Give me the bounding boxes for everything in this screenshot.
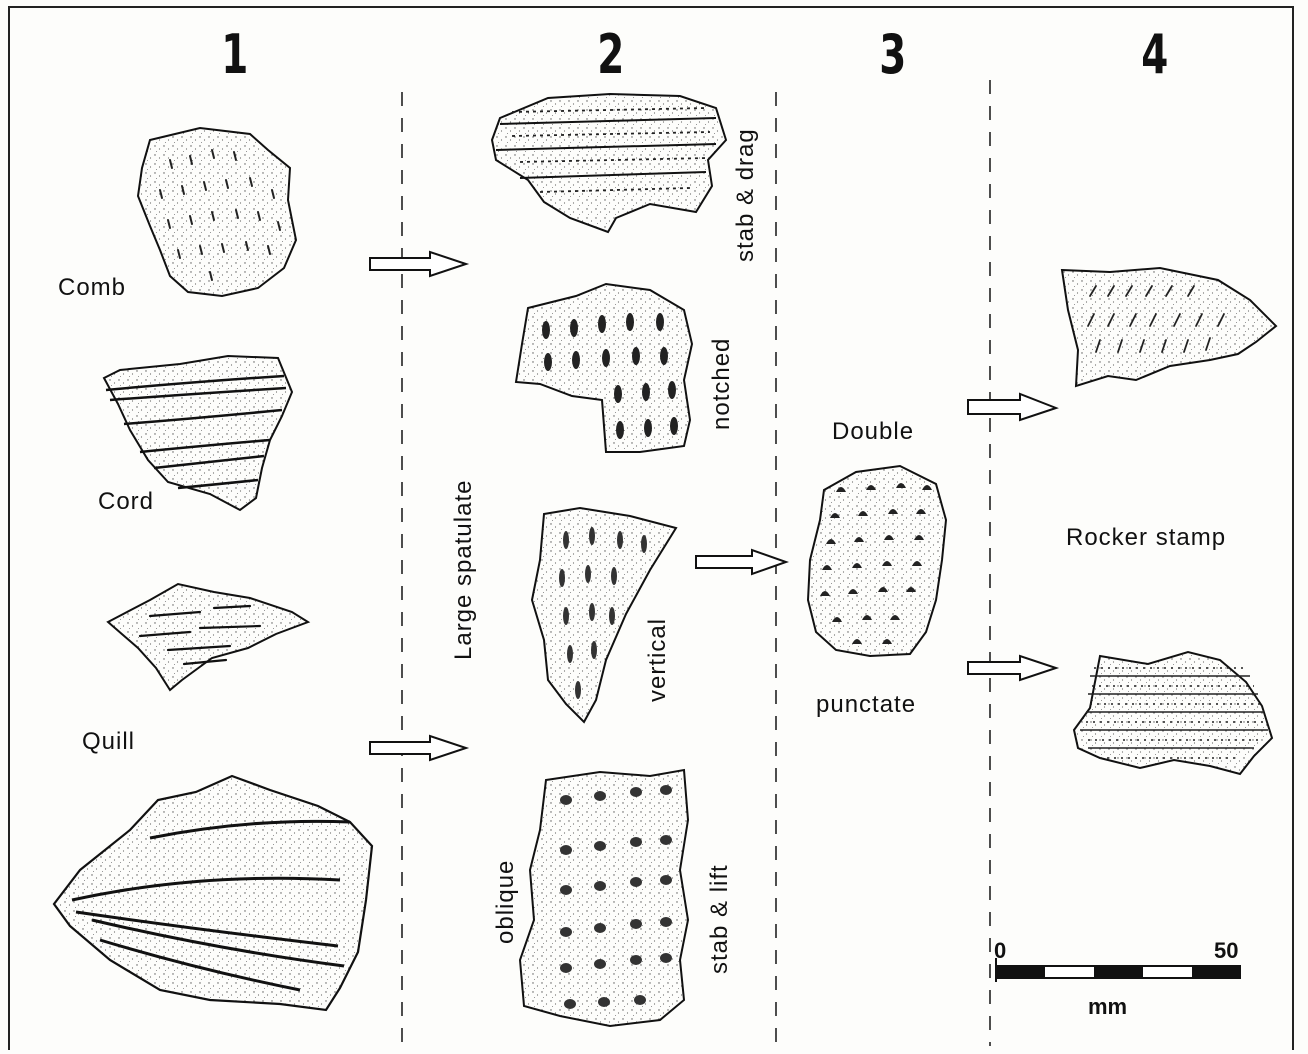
sherd-large-quill bbox=[54, 776, 372, 1010]
label-notched: notched bbox=[710, 338, 734, 430]
label-stab-drag: stab & drag bbox=[734, 128, 758, 262]
label-vertical: vertical bbox=[646, 618, 670, 702]
column-number-1: 1 bbox=[221, 28, 248, 82]
label-large-spatulate: Large spatulate bbox=[452, 480, 476, 660]
arrow-comb bbox=[370, 252, 466, 276]
label-comb: Comb bbox=[58, 276, 126, 300]
column-number-4: 4 bbox=[1141, 28, 1168, 82]
label-quill: Quill bbox=[82, 730, 135, 754]
sherd-stab-drag bbox=[492, 94, 726, 232]
sherd-quill bbox=[108, 584, 308, 690]
scale-bar bbox=[996, 958, 1240, 982]
label-double: Double bbox=[832, 420, 914, 444]
label-rocker-stamp: Rocker stamp bbox=[1066, 526, 1226, 550]
arrow-double bbox=[968, 394, 1056, 420]
label-oblique: oblique bbox=[494, 860, 518, 944]
sherd-rocker-top bbox=[1062, 268, 1276, 386]
arrow-vertical bbox=[696, 550, 786, 574]
sherd-rocker-bottom bbox=[1074, 652, 1272, 774]
label-punctate: punctate bbox=[816, 693, 916, 717]
sherd-stab-lift bbox=[520, 770, 688, 1026]
arrow-punctate bbox=[968, 656, 1056, 680]
label-cord: Cord bbox=[98, 490, 154, 514]
label-stab-lift: stab & lift bbox=[708, 864, 732, 974]
sherd-double-punctate bbox=[808, 466, 946, 656]
sherd-cord bbox=[104, 356, 292, 510]
scale-min: 0 bbox=[994, 940, 1006, 962]
sherd-notched bbox=[516, 284, 692, 452]
column-number-3: 3 bbox=[879, 28, 906, 82]
scale-max: 50 bbox=[1214, 940, 1238, 962]
scale-unit: mm bbox=[1088, 996, 1127, 1018]
sherd-comb bbox=[138, 128, 296, 296]
arrow-quill bbox=[370, 736, 466, 760]
column-number-2: 2 bbox=[597, 28, 624, 82]
